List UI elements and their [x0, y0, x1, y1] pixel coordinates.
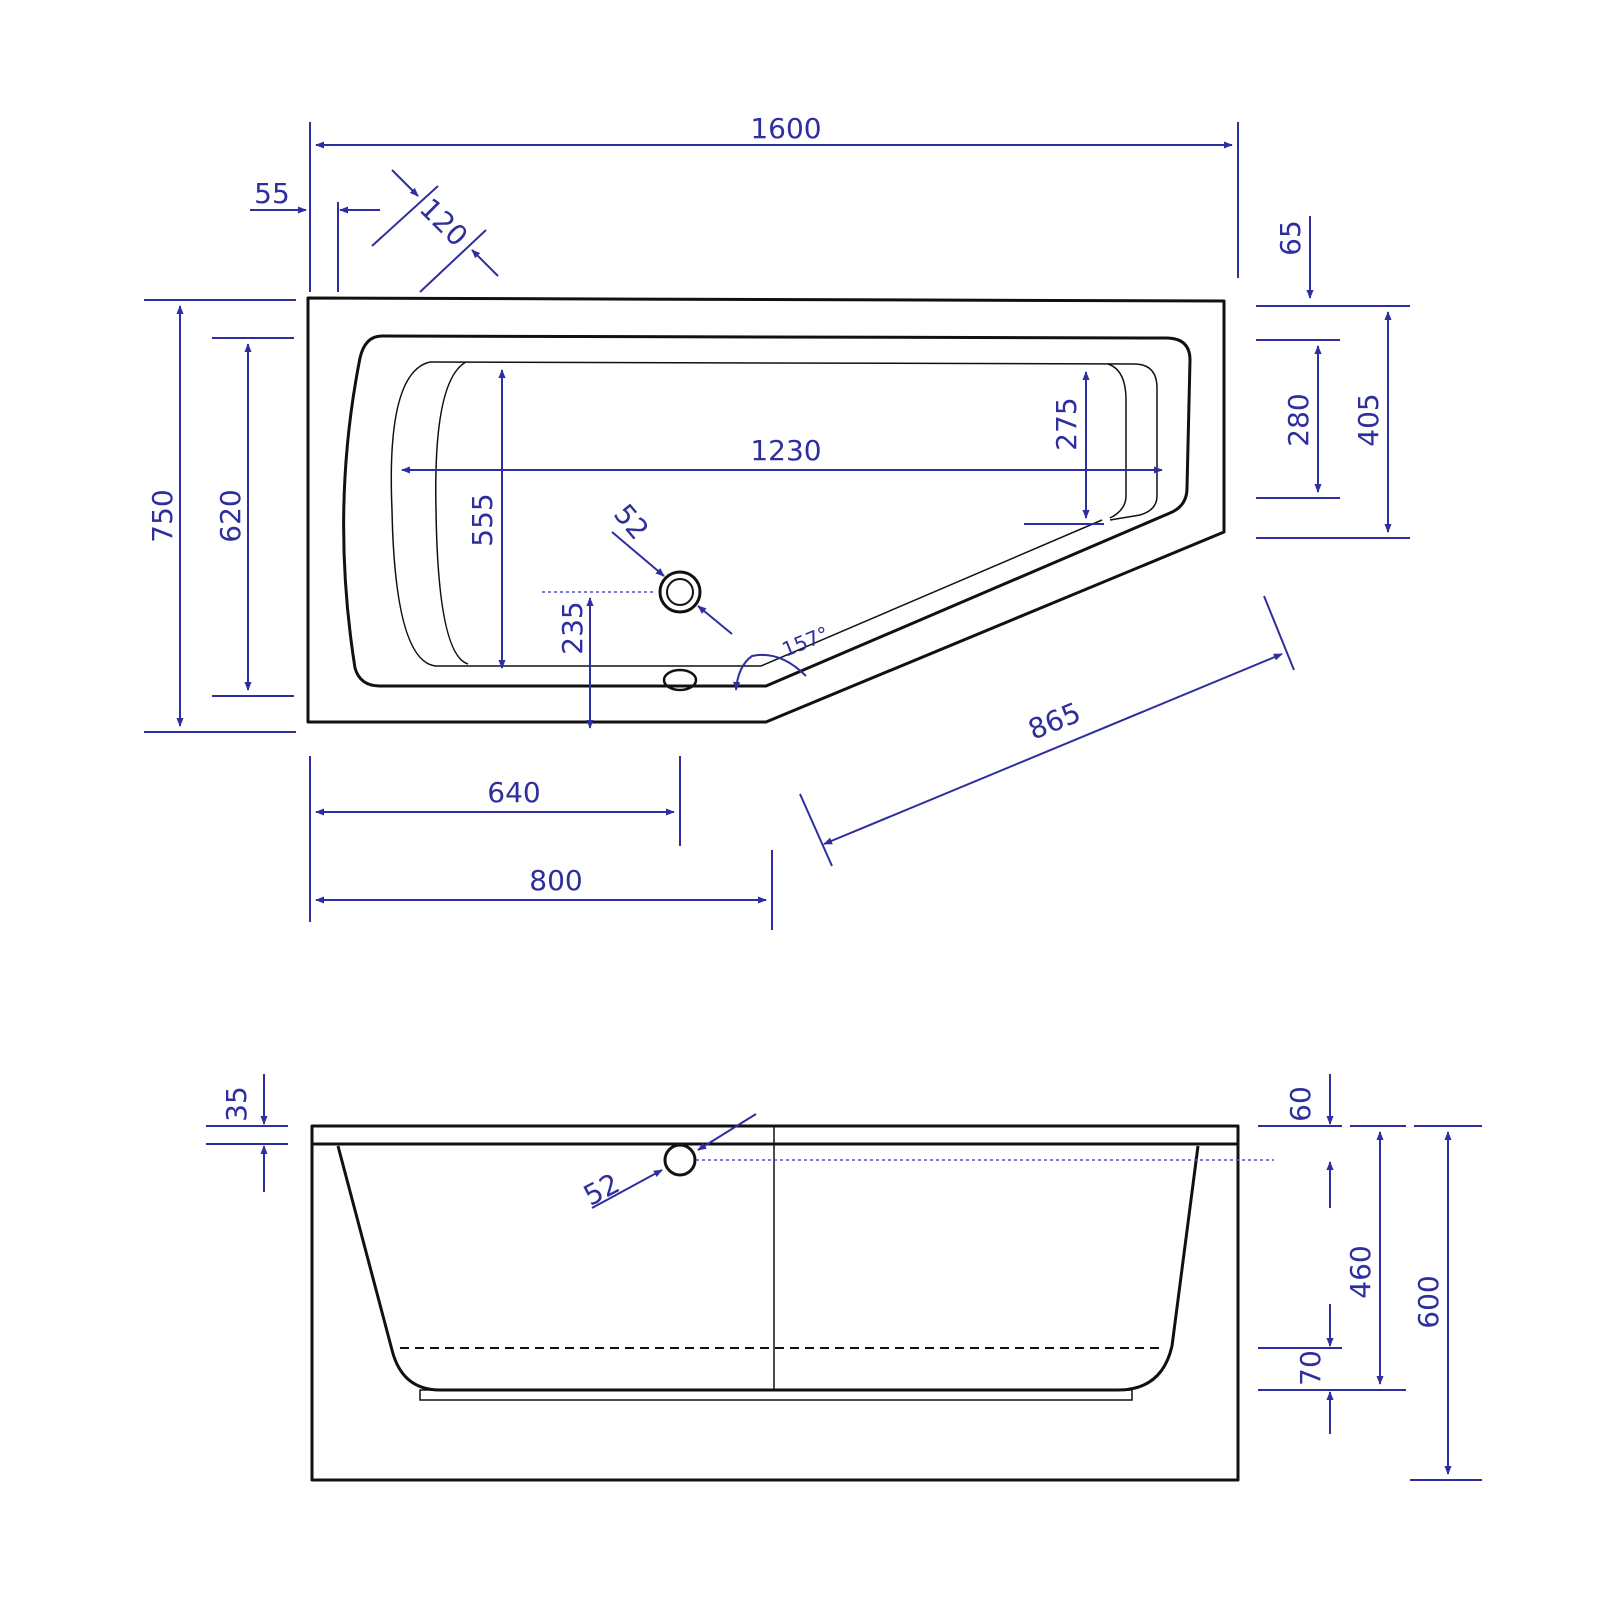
dim-label-drain-diameter: 52: [607, 498, 655, 547]
dim-line-drain-a: [611, 531, 665, 577]
basin-profile: [336, 1145, 1200, 1392]
dim-label-overall-width: 1600: [750, 112, 821, 145]
dim-label-inner-depth: 620: [214, 489, 247, 542]
dim-label-right-inner-height: 280: [1282, 393, 1315, 446]
overflow-ellipse: [662, 668, 698, 692]
drain-inner-circle: [666, 578, 694, 606]
ext-line-slanted-right: [1263, 595, 1295, 671]
dim-label-drain-distance: 640: [487, 776, 540, 809]
dim-label-rim-thickness: 35: [220, 1086, 253, 1122]
dim-label-front-width: 800: [529, 864, 582, 897]
dim-label-total-height: 600: [1412, 1275, 1445, 1328]
drain-outer-circle: [658, 570, 702, 614]
dim-label-inner-length: 1230: [750, 434, 821, 467]
dim-label-drain-offset: 235: [556, 601, 589, 654]
dim-label-overflow-diameter: 52: [578, 1167, 625, 1213]
basin-contour-outer: [429, 361, 1158, 521]
basin-contour-middle: [390, 361, 1103, 667]
basin-contour-inner: [435, 361, 469, 665]
base-plate: [419, 1389, 1133, 1401]
dim-label-edge-offset: 55: [254, 177, 290, 210]
dim-label-overflow-offset: 60: [1284, 1086, 1317, 1122]
overflow-circle: [663, 1143, 697, 1177]
dim-label-right-edge-depth: 405: [1352, 393, 1385, 446]
dim-label-inner-height: 460: [1344, 1245, 1377, 1298]
tub-outer-contour: [306, 296, 1226, 724]
dim-label-base-thickness: 70: [1294, 1350, 1327, 1386]
basin-contour-right: [1107, 363, 1127, 519]
dim-label-basin-depth: 555: [466, 493, 499, 546]
tub-apron: [310, 1124, 1240, 1482]
dim-label-angle: 157°: [779, 621, 833, 661]
top-view: 1600 55 120 65 750 620 555 1230: [144, 112, 1410, 930]
dim-label-right-basin-depth: 275: [1050, 397, 1083, 450]
dim-label-right-offset: 65: [1274, 220, 1307, 256]
dim-line-corner-a: [391, 169, 419, 197]
angle-arc: [733, 654, 807, 691]
dim-line-overflow-a: [697, 1113, 757, 1151]
ext-line-slanted-left: [799, 793, 833, 867]
dim-label-overall-depth: 750: [146, 489, 179, 542]
dim-line-slanted-edge: [823, 653, 1283, 845]
side-view: 35 52 60 460 600 70: [206, 1074, 1482, 1482]
dim-line-corner-b: [471, 249, 499, 277]
dim-line-drain-b: [697, 605, 733, 635]
tub-rim-contour: [342, 334, 1192, 688]
dim-line-overflow-b: [591, 1169, 663, 1209]
ext-line-corner-b: [419, 229, 487, 293]
ext-line-corner-a: [371, 185, 439, 247]
